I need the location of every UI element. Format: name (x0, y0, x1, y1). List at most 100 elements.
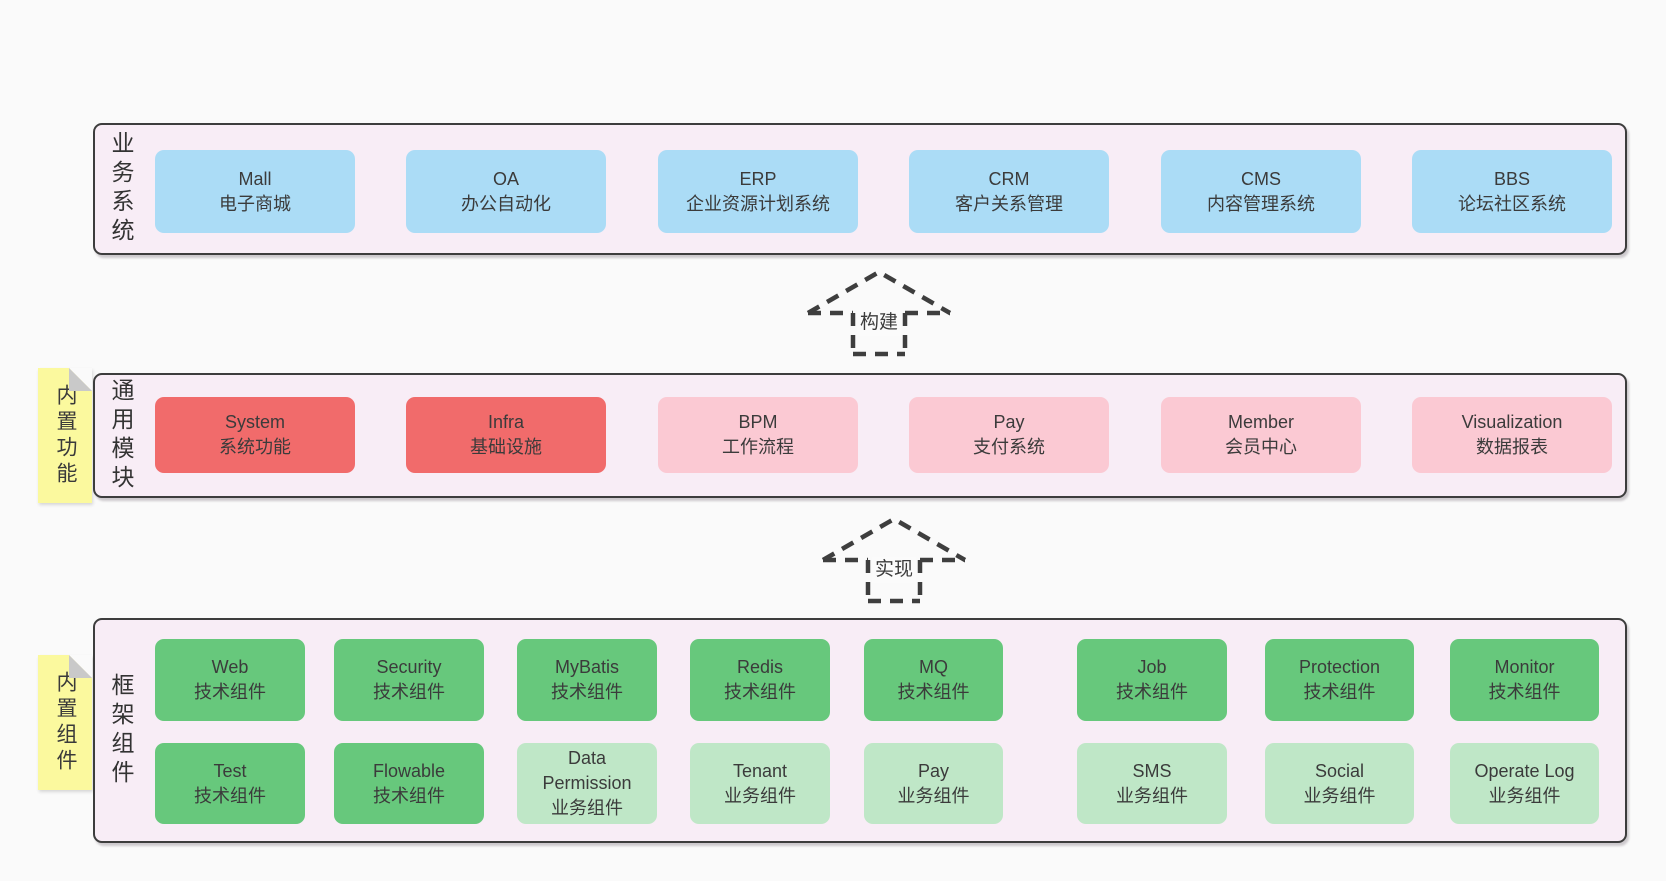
box-sms: SMS 业务组件 (1077, 743, 1227, 824)
box-crm: CRM 客户关系管理 (909, 150, 1109, 233)
box-title: Social (1314, 760, 1365, 781)
folded-corner-icon (69, 655, 92, 678)
arrow-implement: 实现 (817, 513, 971, 605)
box-title: Monitor (1494, 657, 1555, 677)
box-title: SMS (1132, 760, 1172, 781)
box-infra: Infra 基础设施 (406, 397, 606, 473)
tag-label: 内置功能 (54, 383, 77, 488)
box-subtitle: 技术组件 (373, 785, 445, 806)
box-subtitle: 业务组件 (1303, 785, 1376, 806)
box-subtitle: 电子商城 (219, 193, 291, 214)
box-title: Mall (238, 168, 272, 189)
box-subtitle: 会员中心 (1225, 437, 1297, 457)
box-title: Operate Log (1474, 760, 1575, 781)
tag-built-in-components: 内置组件 (38, 655, 92, 790)
box-title: System (224, 412, 285, 432)
box-test: Test 技术组件 (155, 743, 305, 824)
section-label-framework: 框架组件 (108, 672, 134, 789)
box-system: System 系统功能 (155, 397, 355, 473)
section-business-systems: 业务系统 Mall 电子商城 OA 办公自动化 ERP 企业资源计划系统 CRM… (93, 123, 1627, 255)
box-subtitle: 客户关系管理 (955, 193, 1063, 214)
box-bbs: BBS 论坛社区系统 (1412, 150, 1612, 233)
box-title: Data Permission (542, 748, 632, 793)
box-subtitle: 业务组件 (551, 798, 623, 818)
box-subtitle: 技术组件 (1303, 682, 1376, 702)
box-title: Test (213, 760, 247, 781)
box-redis: Redis 技术组件 (690, 639, 830, 721)
box-title: Visualization (1461, 412, 1563, 432)
box-title: Pay (993, 412, 1025, 432)
box-data-permission: Data Permission 业务组件 (517, 743, 657, 824)
box-subtitle: 数据报表 (1476, 437, 1548, 457)
box-flowable: Flowable 技术组件 (334, 743, 484, 824)
box-subtitle: 技术组件 (373, 682, 445, 702)
arrow-implement-label: 实现 (871, 557, 917, 583)
box-bpm: BPM 工作流程 (658, 397, 858, 473)
box-subtitle: 论坛社区系统 (1458, 193, 1566, 214)
tag-label: 内置组件 (54, 670, 77, 775)
arrow-build-label: 构建 (856, 310, 902, 336)
box-title: Protection (1298, 657, 1381, 677)
box-subtitle: 技术组件 (194, 682, 266, 702)
box-subtitle: 内容管理系统 (1207, 193, 1315, 214)
box-subtitle: 业务组件 (897, 785, 970, 806)
box-title: CRM (988, 168, 1030, 189)
box-subtitle: 技术组件 (1116, 682, 1188, 702)
box-pay-system: Pay 支付系统 (909, 397, 1109, 473)
box-title: Tenant (732, 760, 788, 781)
box-title: BPM (738, 412, 778, 432)
box-subtitle: 工作流程 (722, 437, 794, 457)
box-subtitle: 技术组件 (897, 682, 970, 702)
box-monitor: Monitor 技术组件 (1450, 639, 1599, 721)
box-title: OA (492, 168, 519, 189)
box-title: ERP (739, 168, 777, 189)
box-social: Social 业务组件 (1265, 743, 1414, 824)
box-subtitle: 业务组件 (1488, 785, 1561, 806)
box-subtitle: 技术组件 (551, 682, 623, 702)
box-subtitle: 系统功能 (219, 437, 291, 457)
section-label-business: 业务系统 (108, 131, 134, 247)
box-job: Job 技术组件 (1077, 639, 1227, 721)
box-subtitle: 企业资源计划系统 (686, 193, 830, 214)
box-subtitle: 业务组件 (1116, 785, 1188, 806)
box-title: Redis (736, 657, 784, 677)
box-title: Flowable (372, 760, 446, 781)
box-mq: MQ 技术组件 (864, 639, 1003, 721)
box-cms: CMS 内容管理系统 (1161, 150, 1361, 233)
box-title: Job (1137, 657, 1167, 677)
box-title: BBS (1493, 168, 1531, 189)
tag-built-in-features: 内置功能 (38, 368, 92, 503)
box-title: CMS (1241, 168, 1281, 189)
section-common-modules: 通用模块 System 系统功能 Infra 基础设施 BPM 工作流程 Pay… (93, 373, 1627, 498)
box-oa: OA 办公自动化 (406, 150, 606, 233)
box-title: Security (376, 657, 442, 677)
box-web: Web 技术组件 (155, 639, 305, 721)
section-label-modules: 通用模块 (108, 377, 134, 494)
box-mybatis: MyBatis 技术组件 (517, 639, 657, 721)
box-title: Infra (487, 412, 525, 432)
box-erp: ERP 企业资源计划系统 (658, 150, 858, 233)
box-subtitle: 办公自动化 (461, 193, 551, 214)
dashed-up-arrow-icon (806, 269, 952, 357)
box-subtitle: 技术组件 (724, 682, 796, 702)
box-pay-component: Pay 业务组件 (864, 743, 1003, 824)
folded-corner-icon (69, 368, 92, 391)
box-title: Web (211, 657, 249, 677)
box-title: MyBatis (554, 657, 619, 677)
box-title: MQ (919, 657, 948, 677)
box-subtitle: 业务组件 (724, 785, 796, 806)
box-operate-log: Operate Log 业务组件 (1450, 743, 1599, 824)
box-tenant: Tenant 业务组件 (690, 743, 830, 824)
box-member: Member 会员中心 (1161, 397, 1361, 473)
box-title: Pay (917, 760, 950, 781)
box-security: Security 技术组件 (334, 639, 484, 721)
box-subtitle: 技术组件 (1488, 682, 1561, 702)
box-visualization: Visualization 数据报表 (1412, 397, 1612, 473)
section-framework-components: 框架组件 Web 技术组件 Security 技术组件 MyBatis 技术组件… (93, 618, 1627, 843)
box-mall: Mall 电子商城 (155, 150, 355, 233)
box-title: Member (1227, 412, 1294, 432)
box-subtitle: 支付系统 (973, 437, 1045, 457)
box-subtitle: 技术组件 (194, 785, 266, 806)
arrow-build: 构建 (802, 266, 956, 358)
